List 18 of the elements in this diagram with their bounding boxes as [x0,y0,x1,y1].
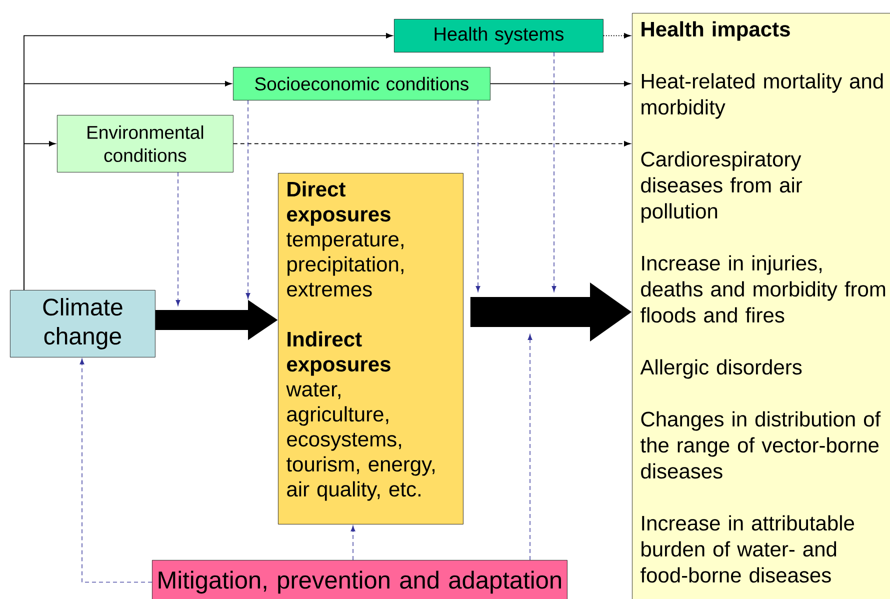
arrow [246,100,250,299]
impacts-box: Health impacts Heat-related mortality and morbidity Cardiorespiratory diseases from air pollution Increase in injuries, deaths and morbidity from floods and fires Allergic disorders Changes in distribution of the range of vector-borne diseases Increase in attributable burden of water- and food-borne diseases [632,13,890,599]
arrow [528,334,532,560]
arrow [476,100,480,292]
process-box: Health systems [394,19,604,52]
arrow [552,52,556,292]
arrow [24,141,56,290]
process-box: Socioeconomic conditions [233,67,490,100]
arrow [350,526,356,560]
exposure-box: Direct exposures temperature, precipitation, extremes Indirect exposures water, agriculture, ecosystems, tourism, energy, air quality, etc. [278,173,464,524]
process-box: Climate change [10,290,156,358]
arrow [602,33,631,38]
arrow [490,81,631,86]
arrow [176,172,180,306]
arrow [80,358,152,583]
process-box: Environmental conditions [57,115,234,172]
arrow [232,141,631,146]
process-box: Mitigation, prevention and adaptation [152,560,568,599]
